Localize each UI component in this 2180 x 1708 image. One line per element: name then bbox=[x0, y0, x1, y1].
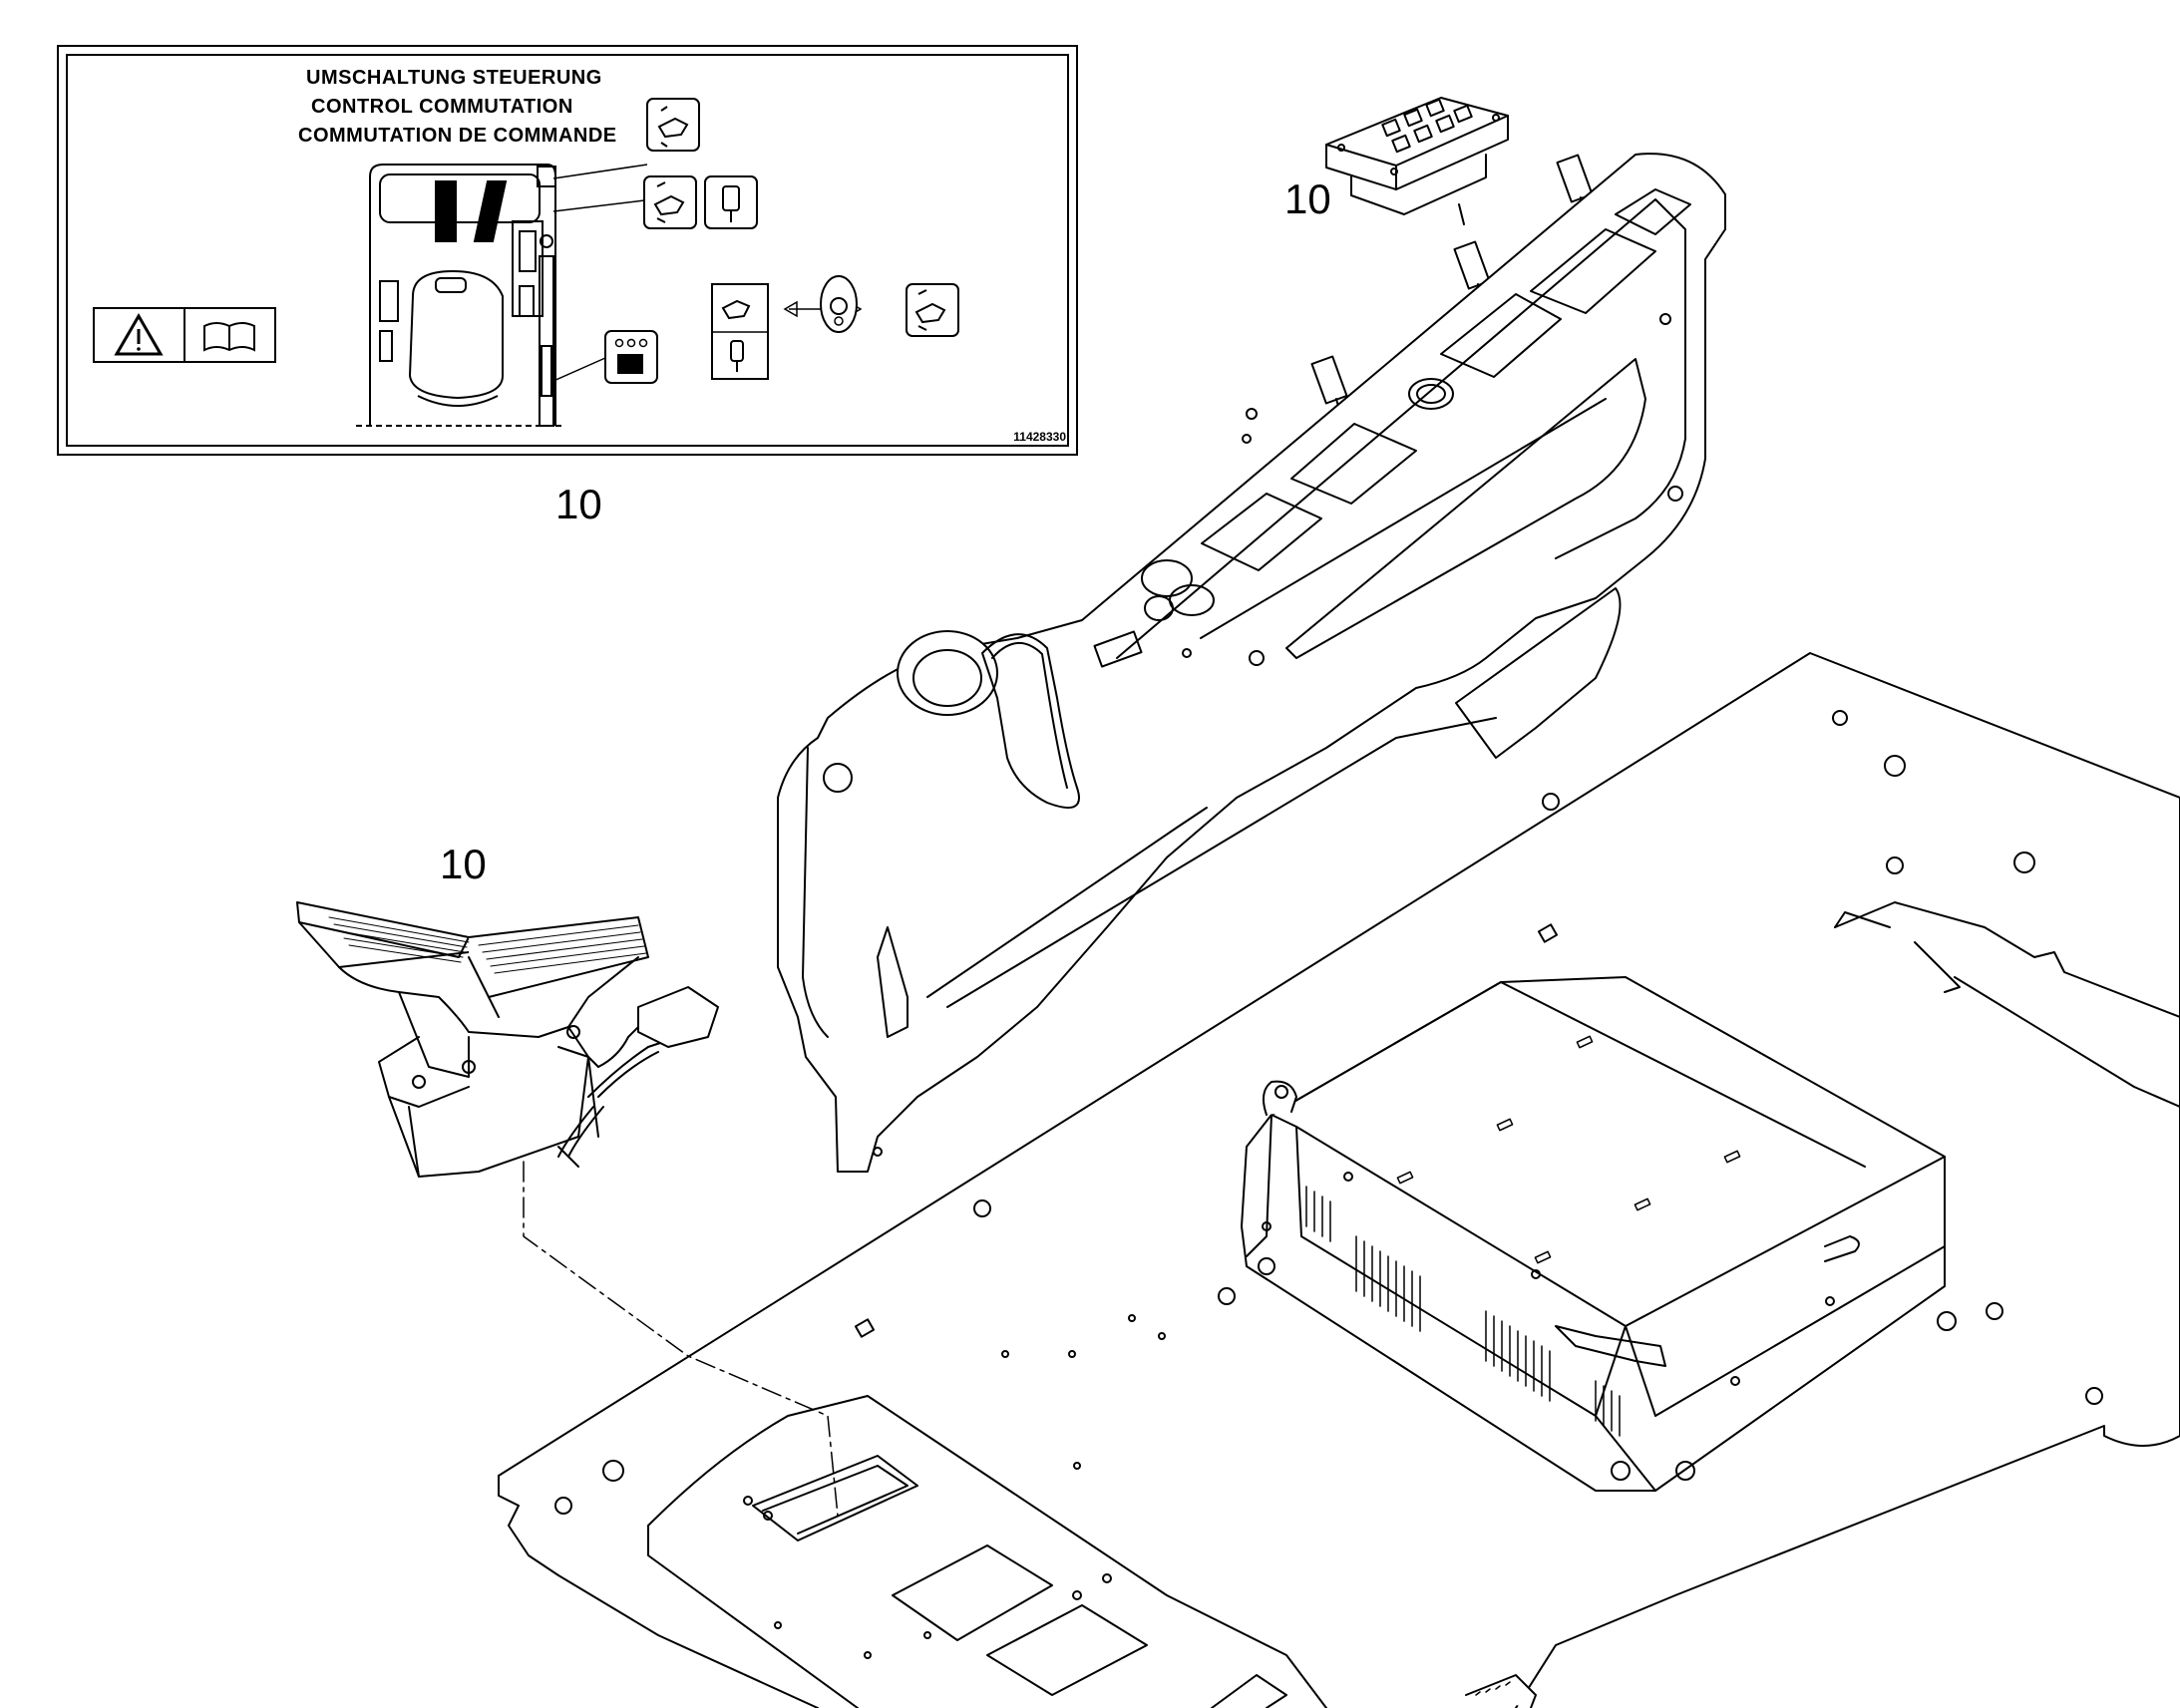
pedal-hatching bbox=[328, 916, 647, 974]
arrow-left-right-icon bbox=[783, 275, 863, 333]
floor-connector bbox=[1465, 1674, 1537, 1708]
instruction-label-border bbox=[66, 54, 1069, 447]
joystick-icon bbox=[704, 175, 758, 229]
label-leader-lines bbox=[552, 164, 648, 382]
hand-lever-icon-3 bbox=[906, 283, 959, 337]
label-title-en: CONTROL COMMUTATION bbox=[311, 96, 573, 118]
cab-top-view bbox=[356, 164, 562, 427]
vents bbox=[1305, 1186, 1621, 1437]
accelerator-pedal bbox=[296, 901, 719, 1178]
label-title-fr: COMMUTATION DE COMMANDE bbox=[298, 125, 617, 147]
warning-triangle-icon bbox=[93, 307, 185, 363]
switch-panel-icon bbox=[604, 330, 658, 384]
instruction-label: UMSCHALTUNG STEUERUNG CONTROL COMMUTATIO… bbox=[57, 45, 1078, 456]
manual-book-icon bbox=[183, 307, 276, 363]
label-part-code: 11428330 bbox=[1013, 430, 1066, 444]
label-artwork bbox=[93, 98, 959, 427]
side-console bbox=[777, 153, 1726, 1173]
label-callout: 10 bbox=[555, 481, 602, 527]
hand-lever-icon bbox=[646, 98, 700, 152]
hand-lever-icon-2 bbox=[643, 175, 697, 229]
switch-module bbox=[1325, 97, 1509, 225]
label-title-de: UMSCHALTUNG STEUERUNG bbox=[306, 67, 602, 89]
assembly-line bbox=[523, 1161, 839, 1517]
switch-callout: 10 bbox=[1284, 175, 1331, 222]
control-unit bbox=[1241, 976, 1957, 1492]
lever-to-joystick-icon bbox=[711, 283, 769, 380]
floor-plate bbox=[498, 652, 2180, 1708]
pedal-callout: 10 bbox=[440, 841, 487, 887]
